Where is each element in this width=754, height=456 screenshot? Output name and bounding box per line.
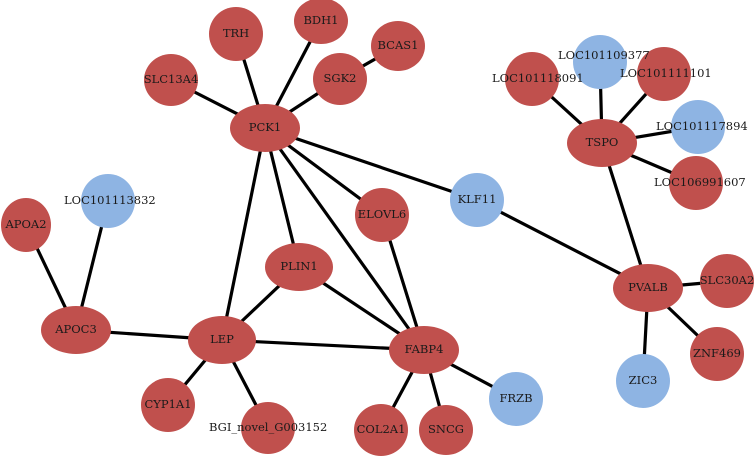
node-label-pck1: PCK1 — [249, 120, 281, 134]
node-loc101111101 — [637, 47, 691, 101]
node-sgk2 — [313, 53, 367, 105]
node-label-pvalb: PVALB — [628, 280, 668, 294]
node-label-loc101109377: LOC101109377 — [558, 48, 650, 62]
edge-klf11-pvalb — [475, 198, 650, 290]
node-label-zic3: ZIC3 — [629, 373, 658, 387]
node-loc101109377 — [573, 35, 627, 89]
node-label-apoa2: APOA2 — [4, 217, 46, 231]
node-label-lep: LEP — [210, 332, 234, 346]
node-label-slc13a4: SLC13A4 — [144, 72, 199, 86]
node-label-col2a1: COL2A1 — [357, 422, 406, 436]
edge-pck1-klf11 — [263, 126, 479, 202]
node-znf469 — [690, 327, 744, 381]
node-label-tspo: TSPO — [586, 135, 619, 149]
node-loc101117894 — [671, 100, 725, 154]
node-cyp1a1 — [141, 378, 195, 432]
node-pvalb — [613, 264, 683, 312]
node-label-loc101111101: LOC101111101 — [620, 66, 712, 80]
node-label-cyp1a1: CYP1A1 — [144, 397, 191, 411]
node-bdh1 — [294, 0, 348, 44]
node-label-loc101113832: LOC101113832 — [64, 193, 156, 207]
node-slc13a4 — [144, 54, 198, 106]
node-fabp4 — [389, 326, 459, 374]
edge-pvalb-tspo — [600, 141, 650, 290]
node-label-loc101118091: LOC101118091 — [492, 71, 584, 85]
node-loc101118091 — [505, 52, 559, 106]
node-label-sgk2: SGK2 — [324, 71, 357, 85]
node-pck1 — [230, 104, 300, 152]
node-lep — [188, 316, 256, 364]
node-label-apoc3: APOC3 — [54, 322, 97, 336]
node-label-fabp4: FABP4 — [405, 342, 444, 356]
node-loc106991607 — [669, 156, 723, 210]
node-col2a1 — [354, 404, 408, 456]
node-trh — [209, 7, 263, 61]
node-label-slc30a2: SLC30A2 — [700, 273, 754, 287]
node-label-loc101117894: LOC101117894 — [656, 119, 748, 133]
node-apoc3 — [41, 306, 111, 354]
node-label-sncg: SNCG — [428, 422, 464, 436]
node-elovl6 — [355, 188, 409, 242]
node-label-elovl6: ELOVL6 — [358, 207, 407, 221]
node-label-bcas1: BCAS1 — [378, 38, 419, 52]
node-label-klf11: KLF11 — [458, 192, 497, 206]
edge-pck1-lep — [220, 126, 267, 342]
node-label-bgi-novel-g003152: BGI_novel_G003152 — [209, 420, 327, 434]
node-label-bdh1: BDH1 — [303, 13, 338, 27]
node-tspo — [567, 119, 637, 167]
node-bgi-novel-g003152 — [241, 402, 295, 454]
node-sncg — [419, 405, 473, 455]
node-label-loc106991607: LOC106991607 — [654, 175, 746, 189]
node-bcas1 — [371, 21, 425, 71]
node-label-trh: TRH — [223, 26, 249, 40]
node-label-plin1: PLIN1 — [280, 259, 317, 273]
node-slc30a2 — [700, 254, 754, 308]
node-loc101113832 — [81, 174, 135, 228]
edge-pck1-fabp4 — [263, 126, 426, 352]
node-frzb — [489, 372, 543, 426]
node-klf11 — [450, 173, 504, 227]
node-label-frzb: FRZB — [499, 391, 532, 405]
node-label-znf469: ZNF469 — [693, 346, 741, 360]
node-plin1 — [265, 243, 333, 291]
node-zic3 — [616, 354, 670, 408]
node-apoa2 — [1, 198, 51, 252]
